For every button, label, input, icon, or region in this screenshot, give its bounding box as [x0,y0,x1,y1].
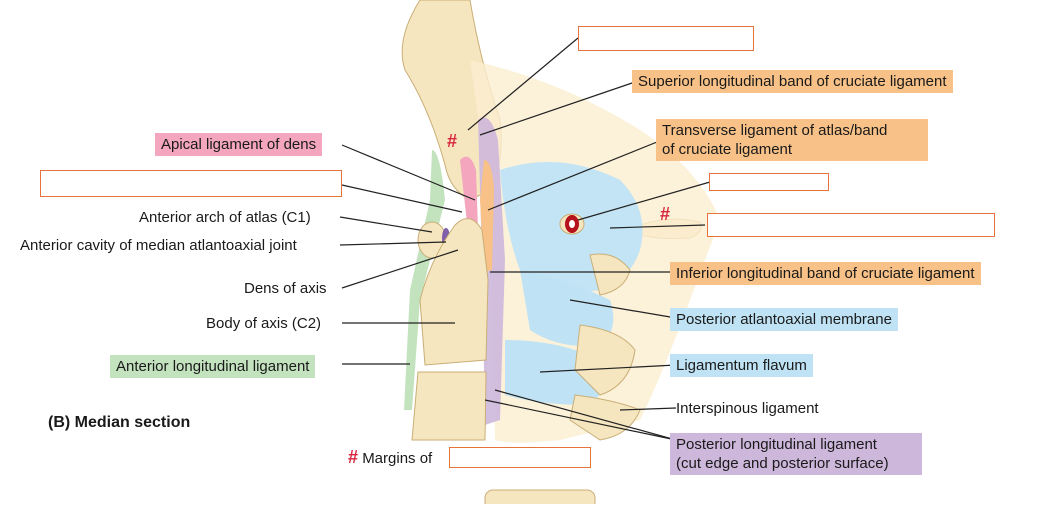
hash-marker: # [660,204,671,224]
label-interspinous: Interspinous ligament [676,400,819,417]
label-anterior-cavity: Anterior cavity of median atlantoaxial j… [20,237,297,254]
label-posterior-atlantoaxial: Posterior atlantoaxial membrane [670,308,898,331]
answer-box-top[interactable] [578,26,754,51]
label-transverse-line1: Transverse ligament of atlas/band [662,122,888,139]
label-body-axis: Body of axis (C2) [206,315,322,332]
label-anterior-longitudinal: Anterior longitudinal ligament [110,355,316,378]
apical-strip [460,156,478,232]
anterior-longitudinal-band [404,150,445,410]
label-ligamentum-flavum: Ligamentum flavum [670,354,813,377]
answer-box-small[interactable] [709,173,829,191]
label-dens: Dens of axis [244,280,327,297]
label-posterior-longitudinal: Posterior longitudinal ligament (cut edg… [670,433,922,475]
lower-vertebra-fragment [484,489,596,509]
axis-dens-body [419,218,489,366]
label-transverse-line2: of cruciate ligament [662,141,793,158]
label-post-long-line1: Posterior longitudinal ligament [676,436,877,453]
footnote-text: Margins of [362,450,433,467]
figure-caption: (B) Median section [48,414,191,431]
hash-marker: # [447,131,458,151]
c2-spinous [589,253,631,296]
label-superior-band: Superior longitudinal band of cruciate l… [632,70,953,93]
footnote-symbol: # [348,447,359,467]
label-anterior-arch: Anterior arch of atlas (C1) [139,209,311,226]
answer-box-left[interactable] [40,170,342,197]
answer-box-footnote[interactable] [449,447,591,468]
label-apical-ligament: Apical ligament of dens [155,133,323,156]
label-transverse-ligament: Transverse ligament of atlas/band of cru… [656,119,928,161]
footnote: # Margins of [348,448,432,468]
leader-lines [339,37,711,441]
c3-body [411,371,487,441]
answer-box-right[interactable] [707,213,995,237]
label-post-long-line2: (cut edge and posterior surface) [676,455,889,472]
c3-spinous [574,324,636,396]
label-inferior-band: Inferior longitudinal band of cruciate l… [670,262,981,285]
